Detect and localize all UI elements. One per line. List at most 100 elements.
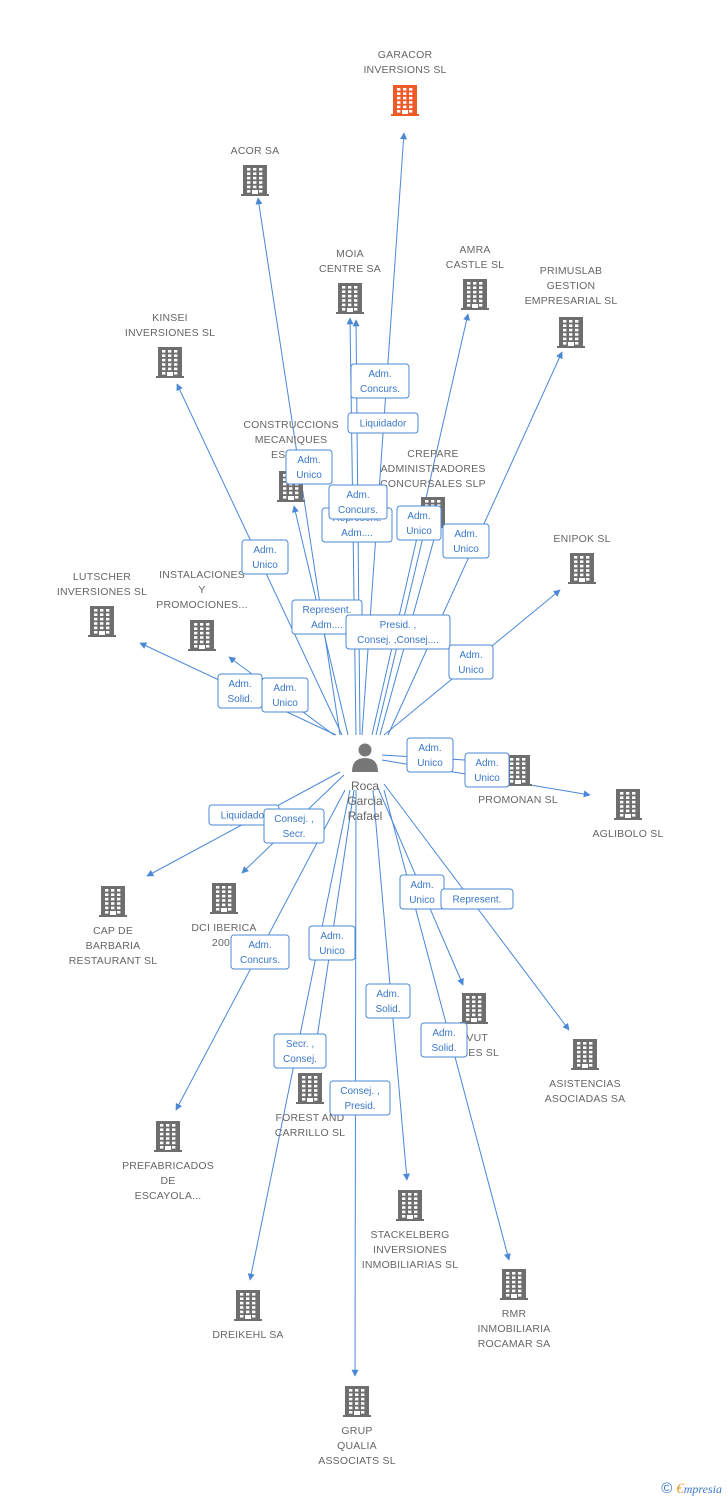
edge-label-text: Adm. — [346, 490, 369, 501]
edge-label[interactable]: Adm.Unico — [308, 925, 356, 961]
edge-label[interactable]: Adm. Unico — [241, 539, 289, 575]
edge-label[interactable]: Adm.Unico — [399, 874, 445, 910]
building-icon — [461, 279, 489, 310]
company-name-line: INVERSIONES — [373, 1244, 447, 1256]
company-name-line: BARBARIA — [86, 940, 141, 952]
company-node-prefabricados[interactable]: PREFABRICADOSDEESCAYOLA... — [122, 1121, 214, 1202]
company-name-line: QUALIA — [337, 1440, 377, 1452]
company-name-line: DCI IBERICA — [191, 922, 256, 934]
company-name-line: RMR — [502, 1308, 527, 1320]
edge-label-box — [329, 1080, 391, 1116]
edge-label-text: Adm. — [459, 650, 482, 661]
person-icon — [352, 743, 378, 772]
edge-label[interactable]: Adm. Unico — [448, 644, 494, 680]
company-name-line: 2008 — [212, 937, 236, 949]
company-node-moia[interactable]: MOIA CENTRE SA — [319, 248, 381, 314]
company-name-line: ASSOCIATS SL — [318, 1455, 395, 1467]
edge-label-text: Unico — [417, 758, 443, 769]
edge-label[interactable]: Adm.Solid. — [217, 673, 263, 709]
company-name-line: INMOBILIARIAS SL — [362, 1259, 459, 1271]
edge-label-text: Adm. — [407, 511, 430, 522]
edge-label[interactable]: Adm.Unico — [442, 523, 490, 559]
edge-label-text: Unico — [252, 560, 278, 571]
company-node-instalaciones[interactable]: INSTALACIONESYPROMOCIONES... — [156, 569, 248, 651]
company-node-acor[interactable]: ACOR SA — [231, 145, 280, 196]
company-name-line: PREFABRICADOS — [122, 1160, 214, 1172]
company-name-line: INVERSIONES SL — [57, 586, 147, 598]
company-name-line: AGLIBOLO SL — [592, 828, 663, 840]
company-name-line: ACOR SA — [231, 145, 280, 157]
edge-label[interactable]: Adm.Unico — [285, 449, 333, 485]
edge-label-text: Liquidador — [360, 419, 407, 430]
footer-brand[interactable]: ©€mpresia — [661, 1480, 722, 1498]
edge-label-text: Adm. — [475, 758, 498, 769]
building-icon — [396, 1190, 424, 1221]
edge-label-box — [241, 539, 289, 575]
company-name-line: INVERSIONES SL — [125, 327, 215, 339]
edge-label[interactable]: Adm.Solid. — [365, 983, 411, 1019]
edge-label[interactable]: Secr. ,Consej. — [273, 1033, 327, 1069]
edge-label[interactable]: Adm.Solid. — [420, 1022, 468, 1058]
edge-label[interactable]: Liquidador — [347, 412, 419, 434]
building-icon — [568, 553, 596, 584]
edge-label[interactable]: Adm.Unico — [464, 752, 510, 788]
edge-label-text: Consej. , — [340, 1086, 379, 1097]
building-icon — [557, 317, 585, 348]
edge-label-text: Unico — [406, 526, 432, 537]
edge-label[interactable]: Consej. ,Secr. — [263, 808, 325, 844]
edge-label[interactable]: Represent. — [440, 888, 514, 910]
edge-label-text: Consej. ,Consej.... — [357, 635, 439, 646]
edge-label[interactable]: Adm.Unico — [261, 677, 309, 713]
edge-label[interactable]: Adm.Concurs. — [230, 934, 290, 970]
company-node-enipok[interactable]: ENIPOK SL — [553, 533, 610, 584]
edge-label-text: Concurs. — [240, 955, 280, 966]
edge-label-box — [406, 737, 454, 773]
company-node-promonan[interactable]: PROMONAN SL — [478, 755, 558, 806]
building-icon — [99, 886, 127, 917]
company-node-aglibolo[interactable]: AGLIBOLO SL — [592, 789, 663, 840]
edge-label[interactable]: Presid. ,Consej. ,Consej.... — [345, 614, 451, 650]
edge-label-box — [420, 1022, 468, 1058]
edge-label-text: Unico — [458, 665, 484, 676]
edge-label-box — [440, 888, 514, 910]
edge-label-box — [396, 505, 442, 541]
edge-label[interactable]: Adm.Concurs. — [328, 484, 388, 520]
edge-label-text: Represent. — [303, 605, 352, 616]
company-name-line: INVERSIONS SL — [363, 64, 446, 76]
company-name-line: ESCAYOLA... — [135, 1190, 202, 1202]
edge-label[interactable]: Adm. Unico — [396, 505, 442, 541]
company-name-line: LUTSCHER — [73, 571, 131, 583]
edge-label-text: Adm. — [418, 743, 441, 754]
company-name-line: CENTRE SA — [319, 263, 381, 275]
edge-label[interactable]: Adm. Unico — [406, 737, 454, 773]
person-name-line: Rafael — [348, 809, 383, 823]
company-name-line: CARRILLO SL — [275, 1127, 345, 1139]
edge-label-text: Adm. — [253, 545, 276, 556]
company-node-dreikehl[interactable]: DREIKEHL SA — [212, 1290, 283, 1341]
company-name-line: GESTION — [547, 280, 596, 292]
company-node-dciiberica[interactable]: DCI IBERICA 2008 — [191, 883, 256, 949]
edge-label-box — [285, 449, 333, 485]
edge-label-box — [442, 523, 490, 559]
company-name-line: MOIA — [336, 248, 364, 260]
building-icon — [154, 1121, 182, 1152]
edge-label-box — [347, 412, 419, 434]
company-name-line: CREPARE — [407, 448, 458, 460]
edge-label[interactable]: Adm.Concurs. — [350, 363, 410, 399]
edge-label-text: Unico — [409, 895, 435, 906]
building-icon — [460, 993, 488, 1024]
edge-label[interactable]: Consej. ,Presid. — [329, 1080, 391, 1116]
company-node-lutscher[interactable]: LUTSCHER INVERSIONES SL — [57, 571, 147, 637]
